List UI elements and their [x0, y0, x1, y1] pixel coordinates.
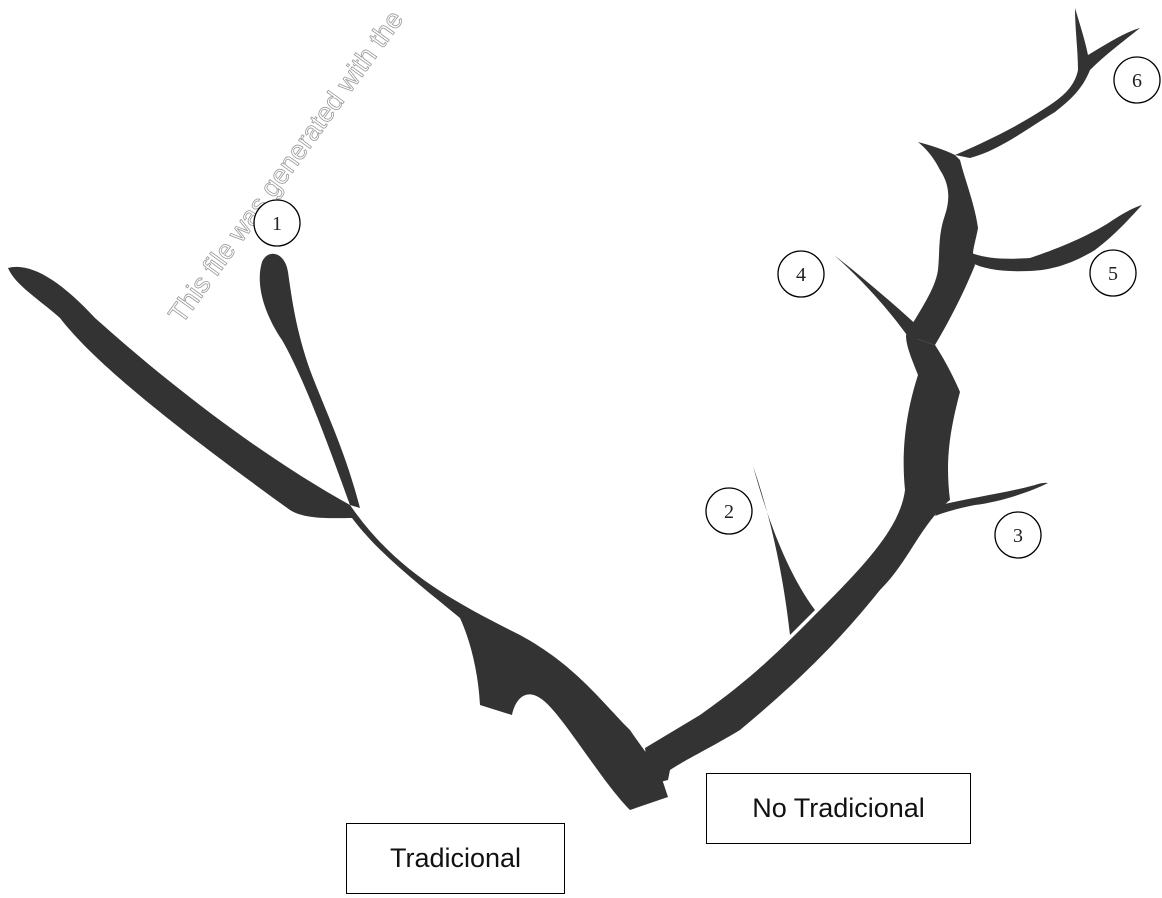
- traditional-label-box: Tradicional: [346, 823, 565, 894]
- marker-1: 1: [253, 199, 301, 247]
- marker-4: 4: [777, 250, 825, 298]
- non-traditional-label-box: No Tradicional: [706, 773, 971, 844]
- branch-4: [834, 255, 922, 345]
- traditional-label: Tradicional: [389, 843, 522, 873]
- branch-2: [753, 466, 815, 635]
- marker-6-label: 6: [1132, 70, 1142, 92]
- branch-6: [955, 8, 1140, 158]
- marker-3-label: 3: [1013, 525, 1023, 547]
- upper-stem: [906, 142, 978, 345]
- marker-5-label: 5: [1108, 263, 1118, 285]
- marker-6: 6: [1113, 56, 1161, 104]
- branch-3: [935, 482, 1048, 516]
- non-traditional-label: No Tradicional: [752, 793, 925, 823]
- marker-2-label: 2: [724, 501, 734, 523]
- marker-1-label: 1: [272, 213, 282, 235]
- non-traditional-trunk: [645, 335, 960, 782]
- marker-2: 2: [705, 487, 753, 535]
- marker-3: 3: [994, 511, 1042, 559]
- branch-1: [259, 253, 360, 508]
- marker-5: 5: [1089, 249, 1137, 297]
- branch-5: [965, 205, 1142, 272]
- traditional-trunk: [8, 266, 668, 810]
- marker-4-label: 4: [796, 264, 806, 286]
